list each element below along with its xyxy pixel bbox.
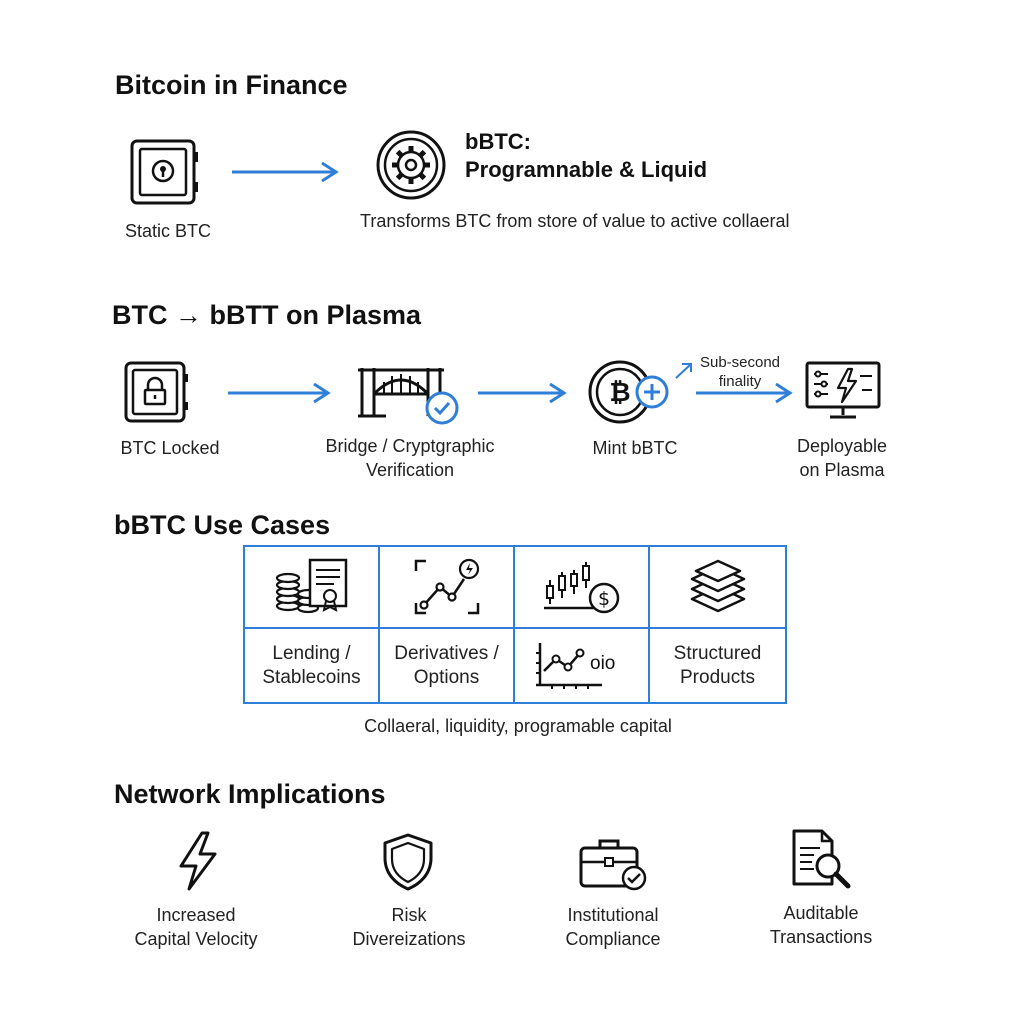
use-case-line-chart-cell: oio [515, 629, 650, 702]
document-search-icon [790, 828, 852, 890]
finality-annotation: Sub-second finality [692, 353, 788, 391]
vault-icon [128, 138, 200, 208]
use-case-structured: Structured Products [650, 629, 785, 702]
implication-capital-velocity-line2: Capital Velocity [134, 929, 258, 949]
section-title-use-cases: bBTC Use Cases [114, 510, 331, 540]
use-case-structured-line2: Products [680, 666, 755, 688]
use-case-derivatives: Derivatives / Options [380, 629, 515, 702]
step-deployable-label-line1: Deployable [796, 436, 888, 456]
use-cases-caption: Collaeral, liquidity, programable capita… [364, 716, 672, 736]
bbtc-heading-line1: bBTC: [465, 129, 531, 154]
implication-risk-line2: Divereizations [352, 929, 466, 949]
section-title-network-implications: Network Implications [114, 779, 386, 809]
use-case-derivatives-line1: Derivatives / [394, 642, 499, 664]
use-case-derivatives-line2: Options [413, 666, 480, 688]
step-deployable-label-line2: on Plasma [799, 460, 885, 480]
implication-auditable-line2: Transactions [769, 927, 873, 947]
gear-coin-icon [374, 128, 448, 202]
svg-text:$: $ [597, 588, 609, 610]
coins-document-icon [274, 556, 350, 618]
implication-compliance-line2: Compliance [565, 929, 661, 949]
trend-chart-icon [412, 557, 482, 617]
section-title-btc-to-bbtt: BTC → bBTT on Plasma [112, 300, 422, 330]
implication-institutional-compliance: Institutional Compliance [538, 903, 688, 951]
svg-text:₿: ₿ [609, 378, 630, 408]
bbtc-heading-line2: Programnable & Liquid [465, 157, 708, 182]
step-bridge-label-line2: Verification [365, 460, 455, 480]
use-case-structured-icon-cell [650, 547, 785, 629]
implication-auditable-transactions: Auditable Transactions [750, 901, 892, 949]
step-mint-label: Mint bBTC [592, 438, 678, 458]
implication-risk-line1: Risk [391, 905, 427, 925]
implication-capital-velocity: Increased Capital Velocity [110, 903, 282, 951]
implication-auditable-line1: Auditable [783, 903, 859, 923]
step-bridge-label: Bridge / Cryptgraphic Verification [305, 434, 515, 482]
use-case-lending-line1: Lending / [272, 642, 351, 664]
static-btc-label: Static BTC [124, 221, 212, 241]
stacked-layers-icon [688, 559, 748, 615]
section-title-bitcoin-in-finance: Bitcoin in Finance [115, 70, 348, 100]
small-arrow-up-right-icon [672, 360, 696, 382]
use-case-candlestick-icon-cell: $ [515, 547, 650, 629]
briefcase-check-icon [578, 836, 648, 892]
arrow-right-icon [476, 381, 570, 405]
use-case-lending-line2: Stablecoins [262, 666, 361, 688]
bridge-verified-icon [356, 362, 464, 428]
arrow-right-icon [226, 381, 334, 405]
finality-annotation-line1: Sub-second [699, 354, 781, 371]
use-case-structured-line1: Structured [673, 642, 762, 664]
line-chart-icon: oio [534, 641, 630, 691]
use-case-derivatives-icon-cell [380, 547, 515, 629]
step-btc-locked-label: BTC Locked [120, 438, 220, 458]
bbtc-description: Transforms BTC from store of value to ac… [360, 211, 790, 231]
lightning-icon [176, 830, 220, 892]
shield-icon [381, 832, 435, 892]
monitor-lightning-icon [804, 360, 882, 422]
locked-vault-icon [123, 360, 189, 424]
implication-capital-velocity-line1: Increased [156, 905, 236, 925]
arrow-right-icon [230, 160, 342, 184]
use-cases-grid: $ Lending / Stablecoins Derivatives / Op… [243, 545, 787, 704]
bitcoin-plus-icon: ₿ [588, 358, 672, 426]
finality-annotation-line2: finality [718, 373, 762, 390]
arrow-right-icon [694, 381, 796, 405]
use-case-lending: Lending / Stablecoins [245, 629, 380, 702]
bbtc-heading: bBTC: Programnable & Liquid [465, 128, 707, 184]
use-case-lending-icon-cell [245, 547, 380, 629]
step-deployable-label: Deployable on Plasma [780, 434, 904, 482]
implication-risk-diversification: Risk Divereizations [328, 903, 490, 951]
candlestick-dollar-icon: $ [542, 558, 622, 616]
implication-compliance-line1: Institutional [567, 905, 659, 925]
line-chart-icon-text: oio [590, 653, 615, 674]
step-bridge-label-line1: Bridge / Cryptgraphic [325, 436, 495, 456]
